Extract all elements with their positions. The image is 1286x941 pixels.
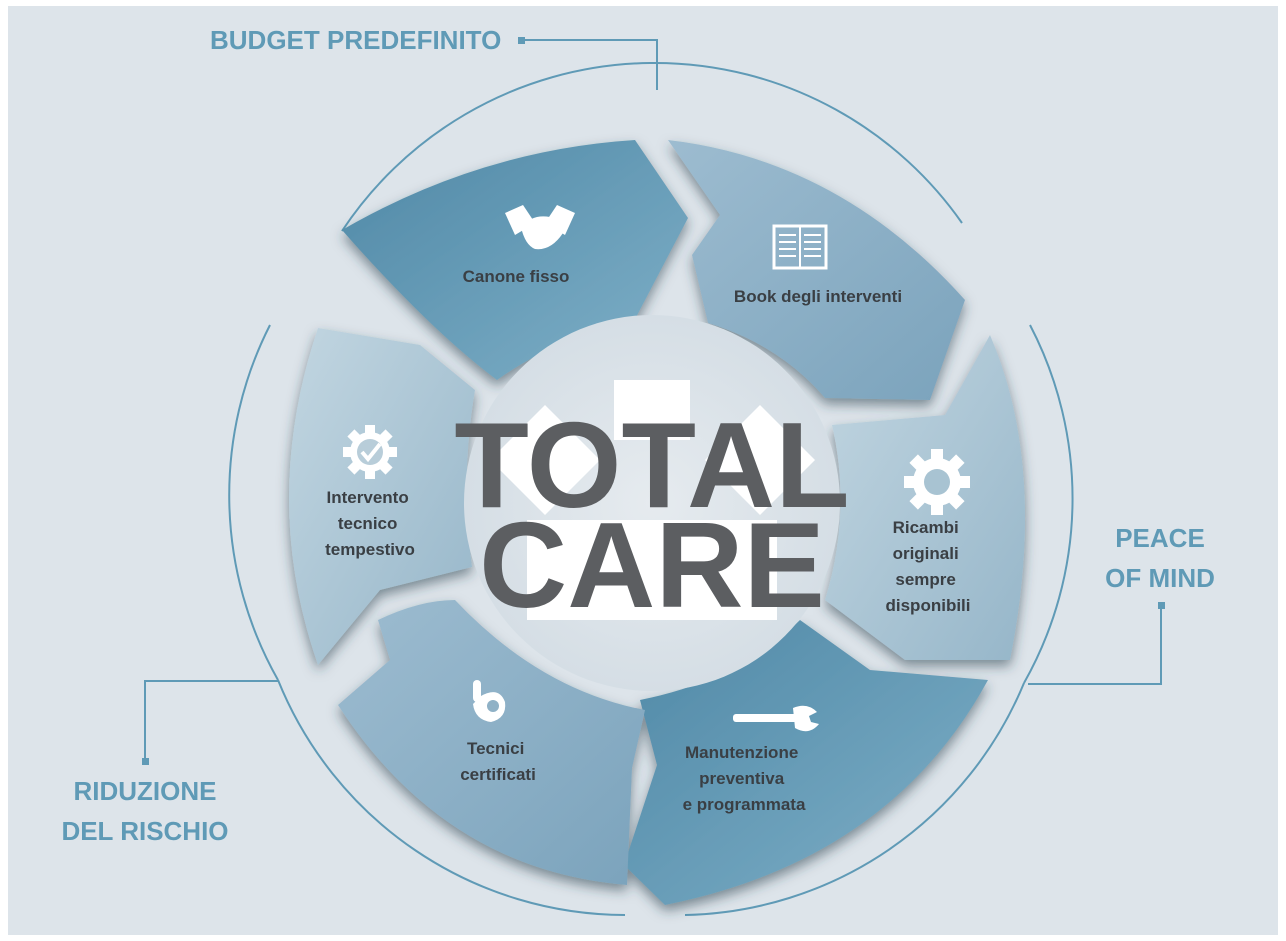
label-budget-predefinito: BUDGET PREDEFINITO xyxy=(210,25,501,55)
gear-icon xyxy=(904,449,970,515)
arc-right xyxy=(1023,324,1074,684)
handshake-icon xyxy=(505,205,575,250)
label-peace-line1: PEACE xyxy=(1115,523,1205,553)
segment-intervento xyxy=(289,328,475,665)
label-peace-line2: OF MIND xyxy=(1105,563,1215,593)
arc-bottom-right xyxy=(684,682,1025,916)
connector-dots xyxy=(142,37,1165,765)
ring-segments xyxy=(289,140,1026,905)
ok-hand-icon xyxy=(473,680,506,722)
arc-top xyxy=(341,61,963,232)
center-logo-shape xyxy=(490,380,815,620)
book-icon xyxy=(772,224,828,270)
segment-label-manutenzione: Manutenzione preventiva e programmata xyxy=(683,743,806,814)
segment-canone-fisso xyxy=(342,140,688,380)
segment-book-interventi xyxy=(668,140,965,400)
arc-bottom-left xyxy=(277,679,626,916)
segment-manutenzione xyxy=(624,620,988,905)
segment-label-tecnici: Tecnici certificati xyxy=(460,739,536,784)
center-title-line2: CARE xyxy=(479,497,825,633)
outer-ring-arcs xyxy=(228,61,1074,916)
segment-label-canone-fisso: Canone fisso xyxy=(463,267,570,286)
segment-label-book-interventi: Book degli interventi xyxy=(734,287,902,306)
label-riduzione-line2: DEL RISCHIO xyxy=(61,816,228,846)
label-riduzione-line1: RIDUZIONE xyxy=(74,776,217,806)
arc-left xyxy=(228,324,279,681)
segment-label-ricambi: Ricambi originali sempre disponibili xyxy=(886,518,971,615)
gear-check-icon xyxy=(343,425,397,479)
label-connectors xyxy=(144,39,1162,762)
center-title-line1: TOTAL xyxy=(454,397,849,533)
segment-tecnici xyxy=(338,600,645,885)
segment-label-intervento: Intervento tecnico tempestivo xyxy=(325,488,415,559)
wrench-icon xyxy=(733,705,819,732)
